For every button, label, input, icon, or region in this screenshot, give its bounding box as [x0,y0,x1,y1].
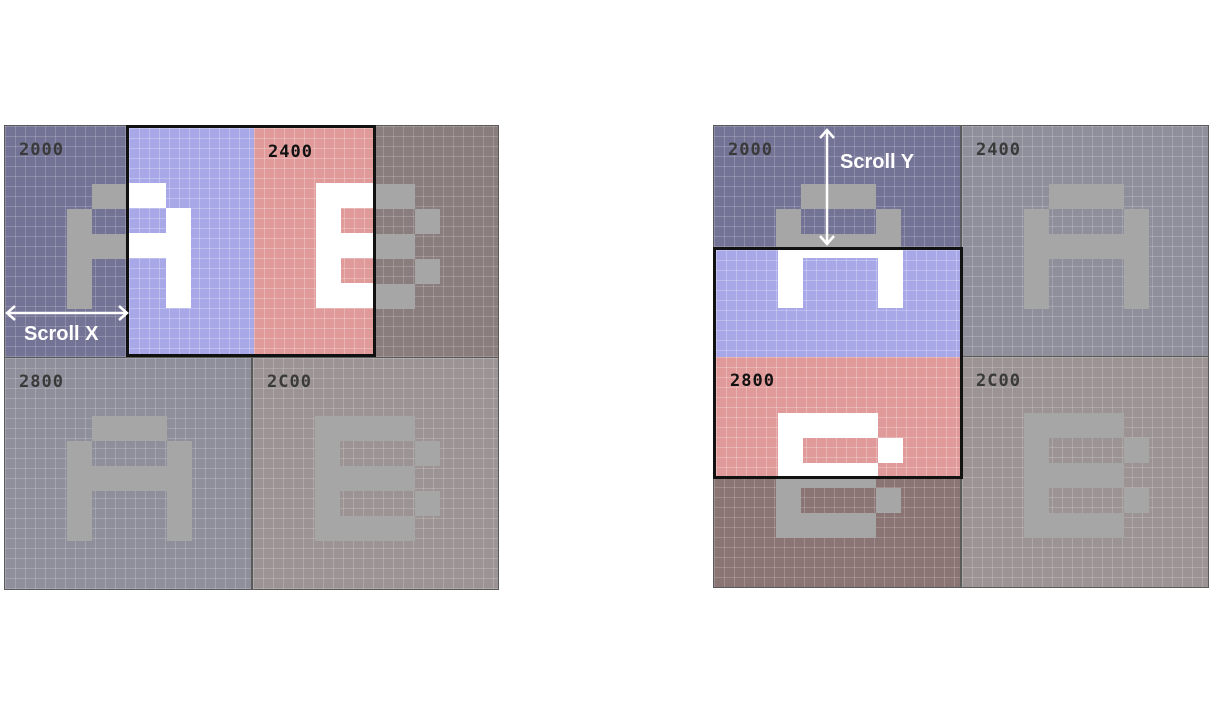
scroll-y-arrow [819,127,835,251]
letter-a-bright-glyph [778,250,903,308]
tile-address: 2000 [19,140,64,160]
left-diagram-scroll-x: 2000 2400 2800 2C00 [4,125,499,590]
tile-address: 2400 [268,142,313,162]
tile-2400: 2400 [961,125,1209,357]
letter-b-bright-glyph [778,413,903,476]
scroll-y-label: Scroll Y [840,151,915,173]
tile-address: 2C00 [976,371,1021,391]
tile-2c00: 2C00 [961,356,1209,588]
scroll-x-label: Scroll X [24,323,99,345]
letter-b-glyph [315,184,440,309]
letter-b-glyph [1024,413,1149,538]
right-diagram-scroll-y: 2000 2400 2C00 [713,125,1209,588]
viewport-window: 2800 [713,247,963,479]
letter-a-glyph [776,184,901,309]
letter-b-bright-glyph [316,183,373,308]
viewport-segment-a [716,250,960,357]
scroll-x-arrow [4,305,130,325]
tile-address: 2C00 [267,372,312,392]
viewport-segment-a [129,128,254,354]
tile-2c00: 2C00 [252,357,499,590]
tile-address: 2800 [19,372,64,392]
letter-a-bright-glyph [129,183,191,308]
viewport-window: 2400 [126,125,376,357]
tile-address: 2400 [976,140,1021,160]
viewport-segment-b: 2800 [716,357,960,476]
letter-a-glyph [1024,184,1149,309]
viewport-segment-b: 2400 [254,128,373,354]
letter-b-glyph [315,416,440,541]
tile-2800: 2800 [4,357,252,590]
letter-a-glyph [67,416,192,541]
tile-address: 2000 [728,140,773,160]
tile-address: 2800 [730,371,775,391]
